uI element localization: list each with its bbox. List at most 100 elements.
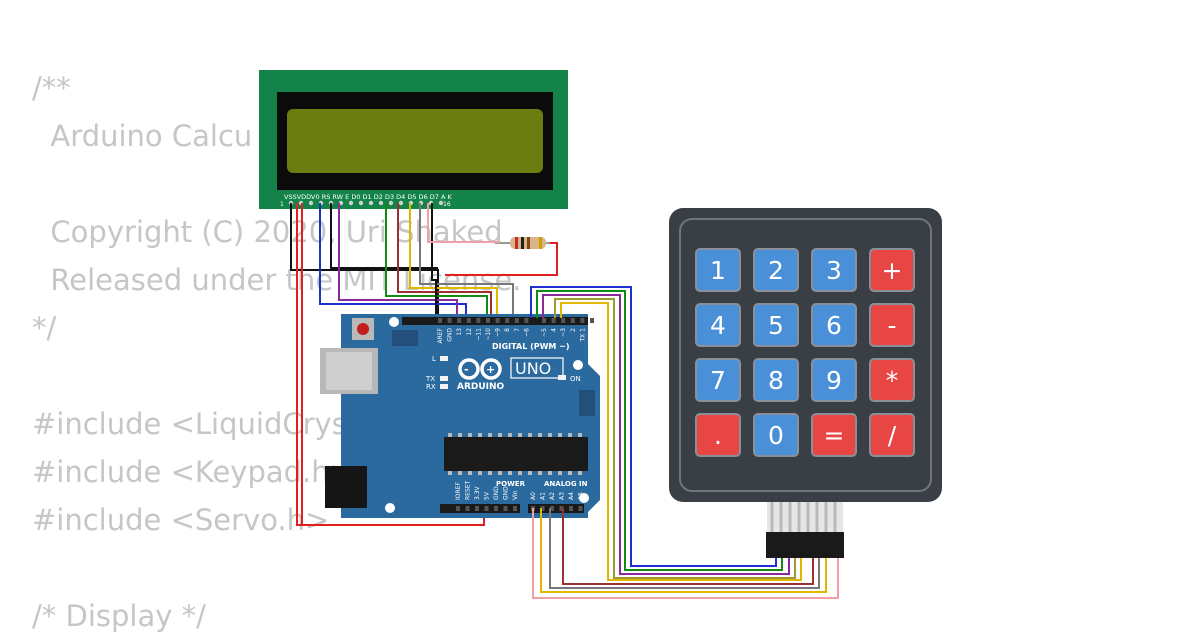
analog-pin-label: A3 (559, 492, 566, 500)
code-line: #include <Keypad.h> (32, 455, 354, 489)
keypad-key[interactable]: * (869, 358, 915, 402)
keypad-key[interactable]: / (869, 413, 915, 457)
analog-label: ANALOG IN (544, 480, 588, 488)
lcd-pin[interactable] (368, 200, 374, 206)
digital-pin[interactable] (561, 318, 566, 323)
digital-pin[interactable] (580, 318, 585, 323)
keypad-key-label: 2 (768, 256, 784, 285)
keypad-key[interactable]: 8 (753, 358, 799, 402)
keypad-key-label: 4 (710, 311, 726, 340)
keypad-key[interactable]: 6 (811, 303, 857, 347)
keypad-key[interactable]: 3 (811, 248, 857, 292)
lcd-screen (287, 109, 543, 173)
digital-pin-label: RX 0 (589, 328, 596, 342)
power-label: POWER (496, 480, 526, 488)
analog-pin[interactable] (540, 506, 545, 511)
digital-pin[interactable] (570, 318, 575, 323)
digital-pin[interactable] (524, 318, 529, 323)
keypad-key-label: 1 (710, 256, 726, 285)
led-l (440, 356, 448, 361)
keypad-key[interactable]: 5 (753, 303, 799, 347)
led-tx (440, 376, 448, 381)
svg-text:TX: TX (425, 375, 435, 383)
keypad-key[interactable]: 0 (753, 413, 799, 457)
power-pin-label: Vin (512, 490, 519, 500)
lcd-pin[interactable] (378, 200, 384, 206)
lcd-pin[interactable] (358, 200, 364, 206)
keypad-key[interactable]: 1 (695, 248, 741, 292)
analog-pin-label: A4 (568, 492, 575, 500)
keypad-key[interactable]: 9 (811, 358, 857, 402)
digital-pin-label: GND (447, 328, 454, 342)
lcd-pin[interactable] (388, 200, 394, 206)
keypad-key-label: 5 (768, 311, 784, 340)
power-pin[interactable] (513, 506, 517, 511)
led-on (558, 375, 566, 380)
digital-pin-label: 7 (514, 328, 521, 332)
keypad-key[interactable]: 4 (695, 303, 741, 347)
keypad-key[interactable]: + (869, 248, 915, 292)
digital-pin[interactable] (505, 318, 510, 323)
lcd-pin[interactable] (308, 200, 314, 206)
digital-pin[interactable] (476, 318, 481, 323)
keypad-wires (530, 286, 839, 599)
power-pin[interactable] (503, 506, 508, 511)
keypad-key[interactable]: . (695, 413, 741, 457)
power-pin-label: 5V (484, 491, 491, 500)
power-pin[interactable] (494, 506, 498, 511)
keypad-key-label: * (886, 366, 899, 395)
lcd-pin-labels: VSSVDDV0 RS RW E D0 D1 D2 D3 D4 D5 D6 D7… (284, 193, 452, 201)
digital-pin[interactable] (457, 318, 462, 323)
keypad-key-label: = (824, 421, 845, 450)
lcd-pin-last: 16 (443, 201, 451, 208)
digital-pin[interactable] (447, 318, 452, 323)
power-pin-label: 3.3V (474, 485, 481, 500)
digital-pin-label: 13 (456, 328, 463, 336)
svg-text:+: + (486, 363, 495, 376)
digital-pin[interactable] (542, 318, 546, 323)
power-pin-label: GND (503, 486, 510, 500)
keypad-key[interactable]: 2 (753, 248, 799, 292)
analog-pin[interactable] (559, 506, 564, 511)
keypad-key-label: 6 (826, 311, 842, 340)
digital-pin[interactable] (438, 318, 442, 323)
keypad-key[interactable]: = (811, 413, 857, 457)
analog-pin[interactable] (578, 506, 583, 511)
arduino-logo-icon: - + (458, 358, 502, 380)
power-pin[interactable] (465, 506, 470, 511)
power-pin-label: RESET (465, 480, 472, 500)
digital-pin[interactable] (486, 318, 490, 323)
keypad-key-label: 9 (826, 366, 842, 395)
lcd-module[interactable]: VSSVDDV0 RS RW E D0 D1 D2 D3 D4 D5 D6 D7… (259, 70, 568, 209)
digital-pin[interactable] (466, 318, 471, 323)
analog-pin-label: A2 (549, 492, 556, 500)
power-pin[interactable] (484, 506, 489, 511)
analog-pin[interactable] (550, 506, 554, 511)
lcd-pin[interactable] (348, 200, 354, 206)
board-model: UNO (515, 359, 551, 378)
power-pin-label: GND (493, 486, 500, 500)
lcd-pin[interactable] (438, 200, 444, 206)
analog-pin[interactable] (569, 506, 573, 511)
lcd-pin[interactable] (398, 200, 404, 206)
keypad-ribbon (766, 500, 844, 558)
digital-pin-label: 8 (504, 328, 511, 332)
lcd-pin-first: 1 (280, 201, 284, 208)
power-pin-label: IOREF (455, 482, 462, 500)
svg-text:-: - (464, 363, 469, 376)
keypad-key[interactable]: 7 (695, 358, 741, 402)
keypad-key[interactable]: - (869, 303, 915, 347)
digital-pin[interactable] (495, 318, 500, 323)
power-pin[interactable] (475, 506, 479, 511)
code-line: /** (32, 71, 71, 105)
power-pin[interactable] (456, 506, 460, 511)
svg-text:ON: ON (570, 375, 581, 383)
keypad-key-label: + (882, 256, 903, 285)
digital-pin[interactable] (514, 318, 519, 323)
digital-pin[interactable] (590, 318, 594, 323)
digital-pin[interactable] (551, 318, 556, 323)
resistor[interactable] (495, 237, 550, 249)
